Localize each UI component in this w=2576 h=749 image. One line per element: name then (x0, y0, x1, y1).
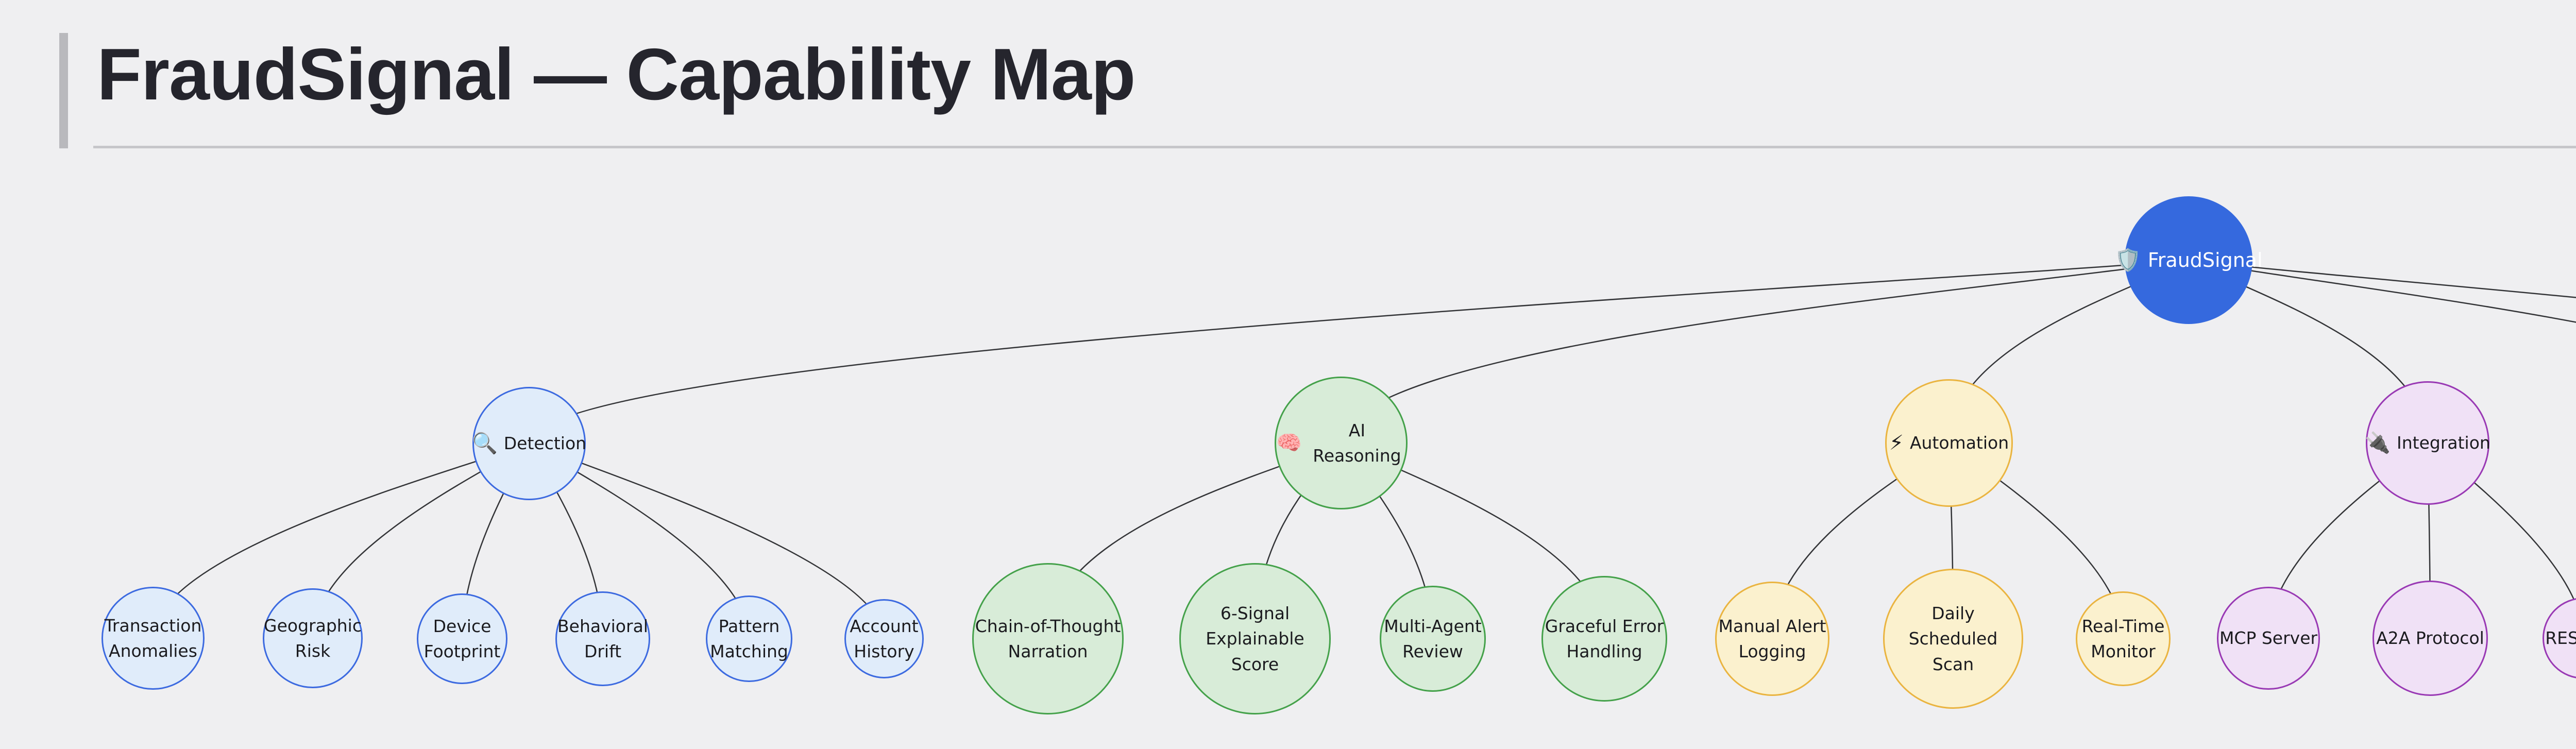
title-divider (93, 146, 2576, 148)
mindmap-node-pattern-matching: Pattern Matching (706, 595, 792, 682)
node-label: Account History (850, 616, 919, 662)
node-label: REST API (2545, 628, 2576, 649)
lightning-icon: ⚡ (1889, 431, 1904, 455)
mindmap-node-daily-scheduled-scan: Daily Scheduled Scan (1883, 569, 2023, 709)
mindmap-edge (2188, 259, 2576, 298)
node-label: Automation (1909, 433, 2009, 453)
mindmap-node-manual-alert-logging: Manual Alert Logging (1715, 582, 1829, 696)
node-label: AI Reasoning (1313, 420, 1401, 466)
node-label: Daily Scheduled Scan (1908, 603, 1998, 674)
node-label: Manual Alert Logging (1718, 616, 1826, 662)
node-label: Geographic Risk (264, 615, 362, 661)
mindmap-edge (2188, 259, 2576, 323)
magnifying-glass-icon: 🔍 (471, 432, 498, 455)
mindmap-node-graceful-error-handling: Graceful Error Handling (1541, 576, 1667, 702)
plug-icon: 🔌 (2365, 431, 2391, 455)
mindmap-node-integration: 🔌Integration (2365, 381, 2490, 505)
mindmap-node-mcp-server: MCP Server (2217, 587, 2320, 690)
node-label: MCP Server (2219, 628, 2318, 649)
node-label: Chain-of-Thought Narration (975, 616, 1121, 662)
mindmap-node-rest-api: REST API (2543, 598, 2576, 679)
mindmap-node-behavioral-drift: Behavioral Drift (555, 591, 650, 686)
node-label: 6-Signal Explainable Score (1206, 603, 1304, 674)
node-label: Device Footprint (423, 616, 501, 662)
mindmap-node-geographic-risk: Geographic Risk (263, 588, 363, 688)
mindmap-node-fraudsignal: 🛡️FraudSignal (2114, 196, 2263, 324)
node-label: Real-Time Monitor (2081, 616, 2165, 662)
mindmap-node-chain-of-thought-narration: Chain-of-Thought Narration (972, 563, 1124, 714)
mindmap-node-automation: ⚡Automation (1885, 379, 2013, 507)
node-label: Detection (503, 433, 587, 454)
mindmap-node-ai-reasoning: 🧠 AI Reasoning (1275, 377, 1408, 509)
node-label: Transaction Anomalies (104, 615, 202, 661)
mindmap-node-6-signal-explainable-score: 6-Signal Explainable Score (1179, 563, 1331, 714)
mindmap-node-transaction-anomalies: Transaction Anomalies (101, 587, 205, 690)
brain-icon: 🧠 (1276, 431, 1302, 455)
mindmap-node-device-footprint: Device Footprint (417, 593, 507, 684)
page-title: FraudSignal — Capability Map (97, 33, 1136, 115)
mindmap-node-multi-agent-review: Multi-Agent Review (1380, 586, 1486, 692)
node-label: FraudSignal (2147, 248, 2263, 271)
mindmap-node-real-time-monitor: Real-Time Monitor (2076, 591, 2171, 686)
shield-icon: 🛡️ (2114, 247, 2142, 273)
node-label: Behavioral Drift (557, 616, 648, 662)
mindmap-node-a2a-protocol: A2A Protocol (2372, 581, 2488, 696)
mindmap-node-detection: 🔍Detection (472, 387, 586, 500)
mindmap-node-account-history: Account History (844, 599, 924, 678)
mindmap-edge (528, 259, 2189, 444)
title-accent-bar (59, 33, 68, 148)
node-label: Pattern Matching (710, 616, 788, 662)
node-label: Multi-Agent Review (1384, 616, 1482, 662)
node-label: Integration (2396, 433, 2490, 453)
node-label: A2A Protocol (2376, 628, 2484, 649)
node-label: Graceful Error Handling (1545, 616, 1664, 662)
